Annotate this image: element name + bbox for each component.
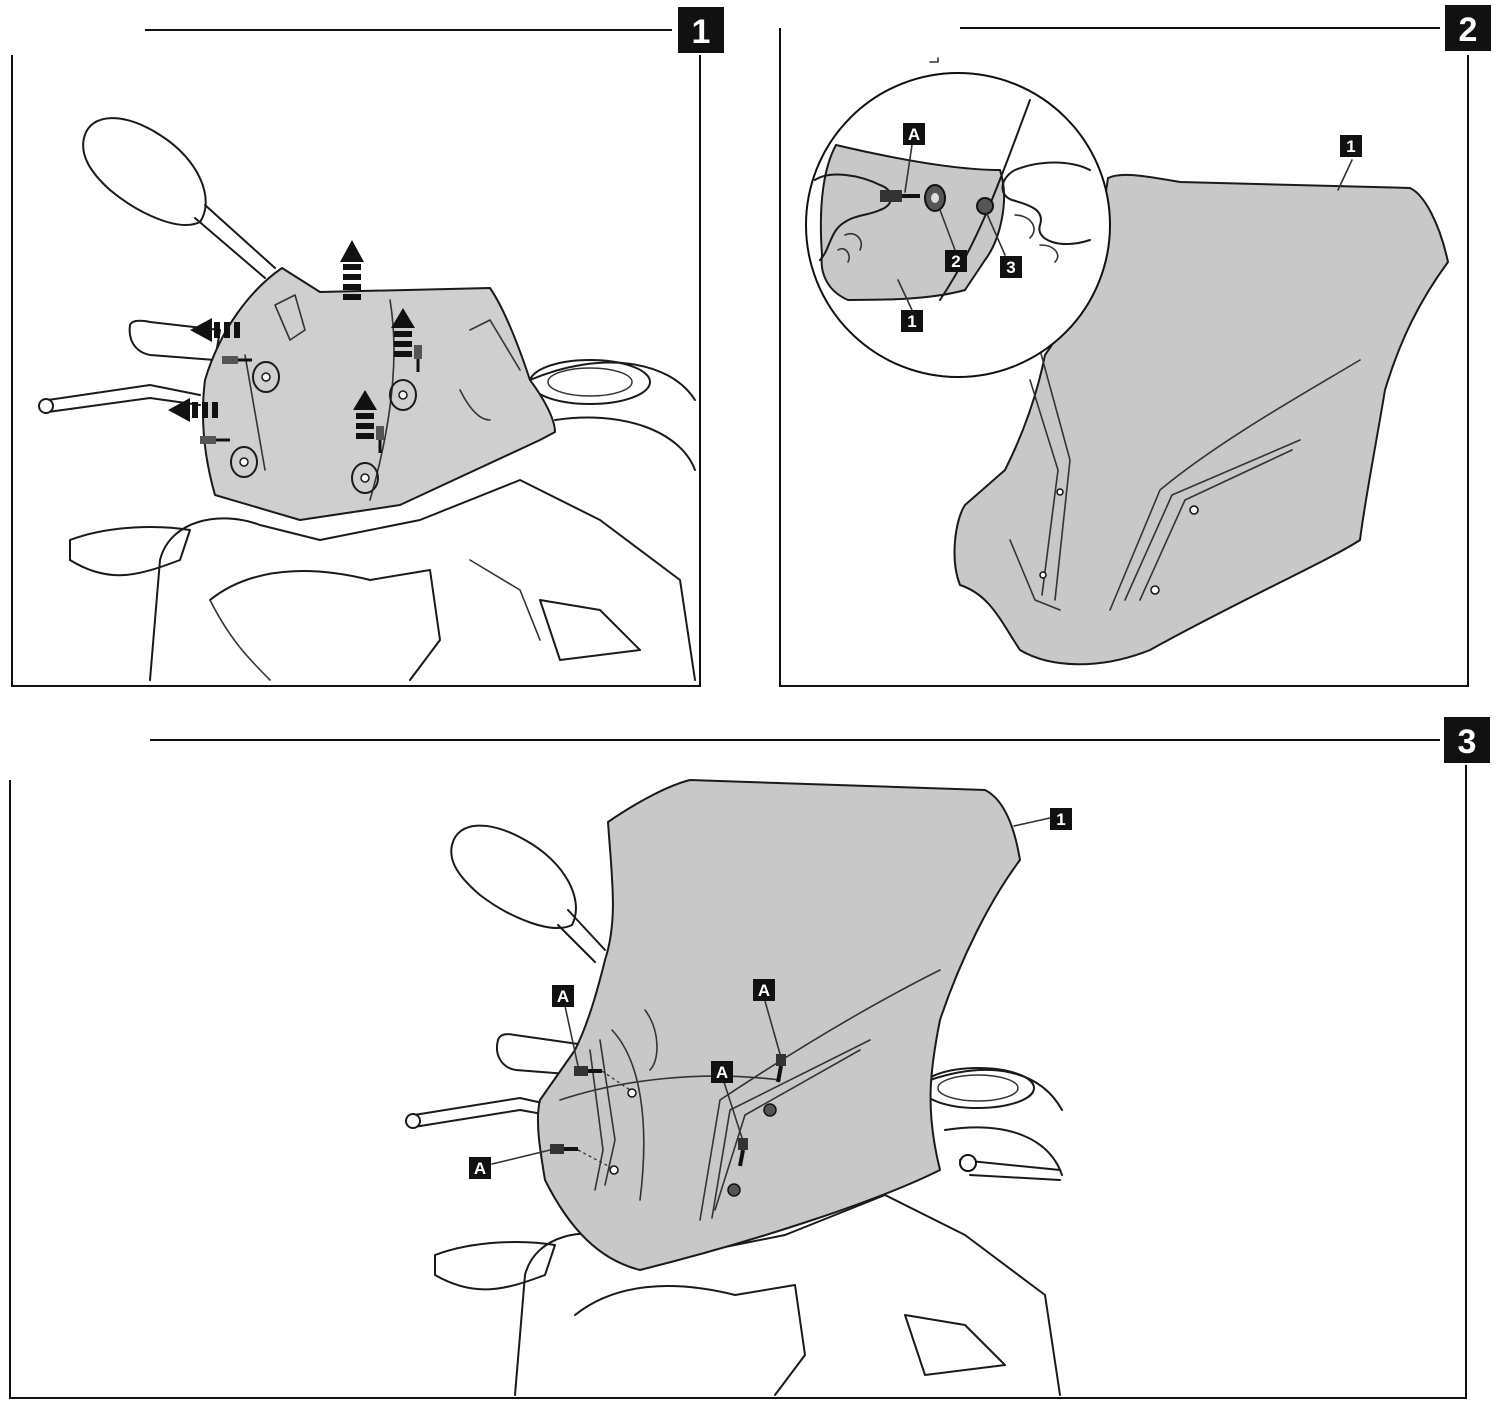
callout-windscreen-label: 1 — [1056, 810, 1065, 829]
arrow-up-icon — [391, 308, 415, 328]
detail-zoom-circle: A 2 3 1 — [805, 72, 1111, 378]
callout-screw-badge — [903, 123, 925, 145]
callout-windscreen-detail-badge — [901, 310, 923, 332]
callout-windscreen-badge — [1340, 135, 1362, 157]
arrow-left-icon — [168, 398, 190, 422]
panel-step-1: 1 — [11, 7, 724, 687]
panel-2-frame — [779, 27, 1469, 687]
callout-screw-label: A — [474, 1159, 486, 1178]
callout-screw-label: A — [557, 987, 569, 1006]
panel-step-3: 3 — [9, 717, 1490, 1399]
callout-spacer-badge — [945, 250, 967, 272]
screws-installed — [550, 1054, 786, 1169]
callout-windscreen-badge — [1050, 808, 1072, 830]
step-1-number: 1 — [692, 13, 711, 51]
callout-windscreen-detail-label: 1 — [907, 312, 916, 331]
mirror — [450, 824, 577, 929]
callout-screw-label: A — [908, 125, 920, 144]
panel-3-frame — [9, 739, 1467, 1399]
callout-windscreen-label: 1 — [1346, 137, 1355, 156]
arrow-left-icon — [190, 318, 212, 342]
front-fairing — [69, 526, 191, 577]
callout-screw-label: A — [758, 981, 770, 1000]
left-hand — [814, 173, 893, 261]
mounting-holes — [230, 361, 417, 494]
callout-screw-badge — [552, 985, 574, 1007]
callout-nut-label: 3 — [1006, 258, 1015, 277]
callout-screw-label: A — [716, 1063, 728, 1082]
callout-screw-badge — [711, 1061, 733, 1083]
windscreen-original — [202, 267, 556, 521]
step-3-badge — [1444, 717, 1490, 763]
arrow-up-icon — [353, 390, 377, 410]
step-2-badge — [1445, 5, 1491, 51]
removal-arrows — [168, 240, 415, 439]
right-hand — [1001, 161, 1091, 245]
callout-spacer-label: 2 — [951, 252, 960, 271]
windscreen-installed — [536, 779, 1021, 1271]
tick-mark — [929, 57, 939, 63]
screws-removed — [200, 345, 422, 453]
step-3-number: 3 — [1458, 723, 1477, 761]
mirror — [82, 117, 207, 226]
callout-nut-badge — [1000, 256, 1022, 278]
step-2-number: 2 — [1459, 11, 1478, 49]
callout-screw-badge — [469, 1157, 491, 1179]
panel-step-2: 2 1 — [779, 5, 1491, 687]
callout-screw-badge — [753, 979, 775, 1001]
step-1-badge — [678, 7, 724, 53]
panel-1-frame — [11, 29, 701, 687]
arrow-up-icon — [340, 240, 364, 262]
